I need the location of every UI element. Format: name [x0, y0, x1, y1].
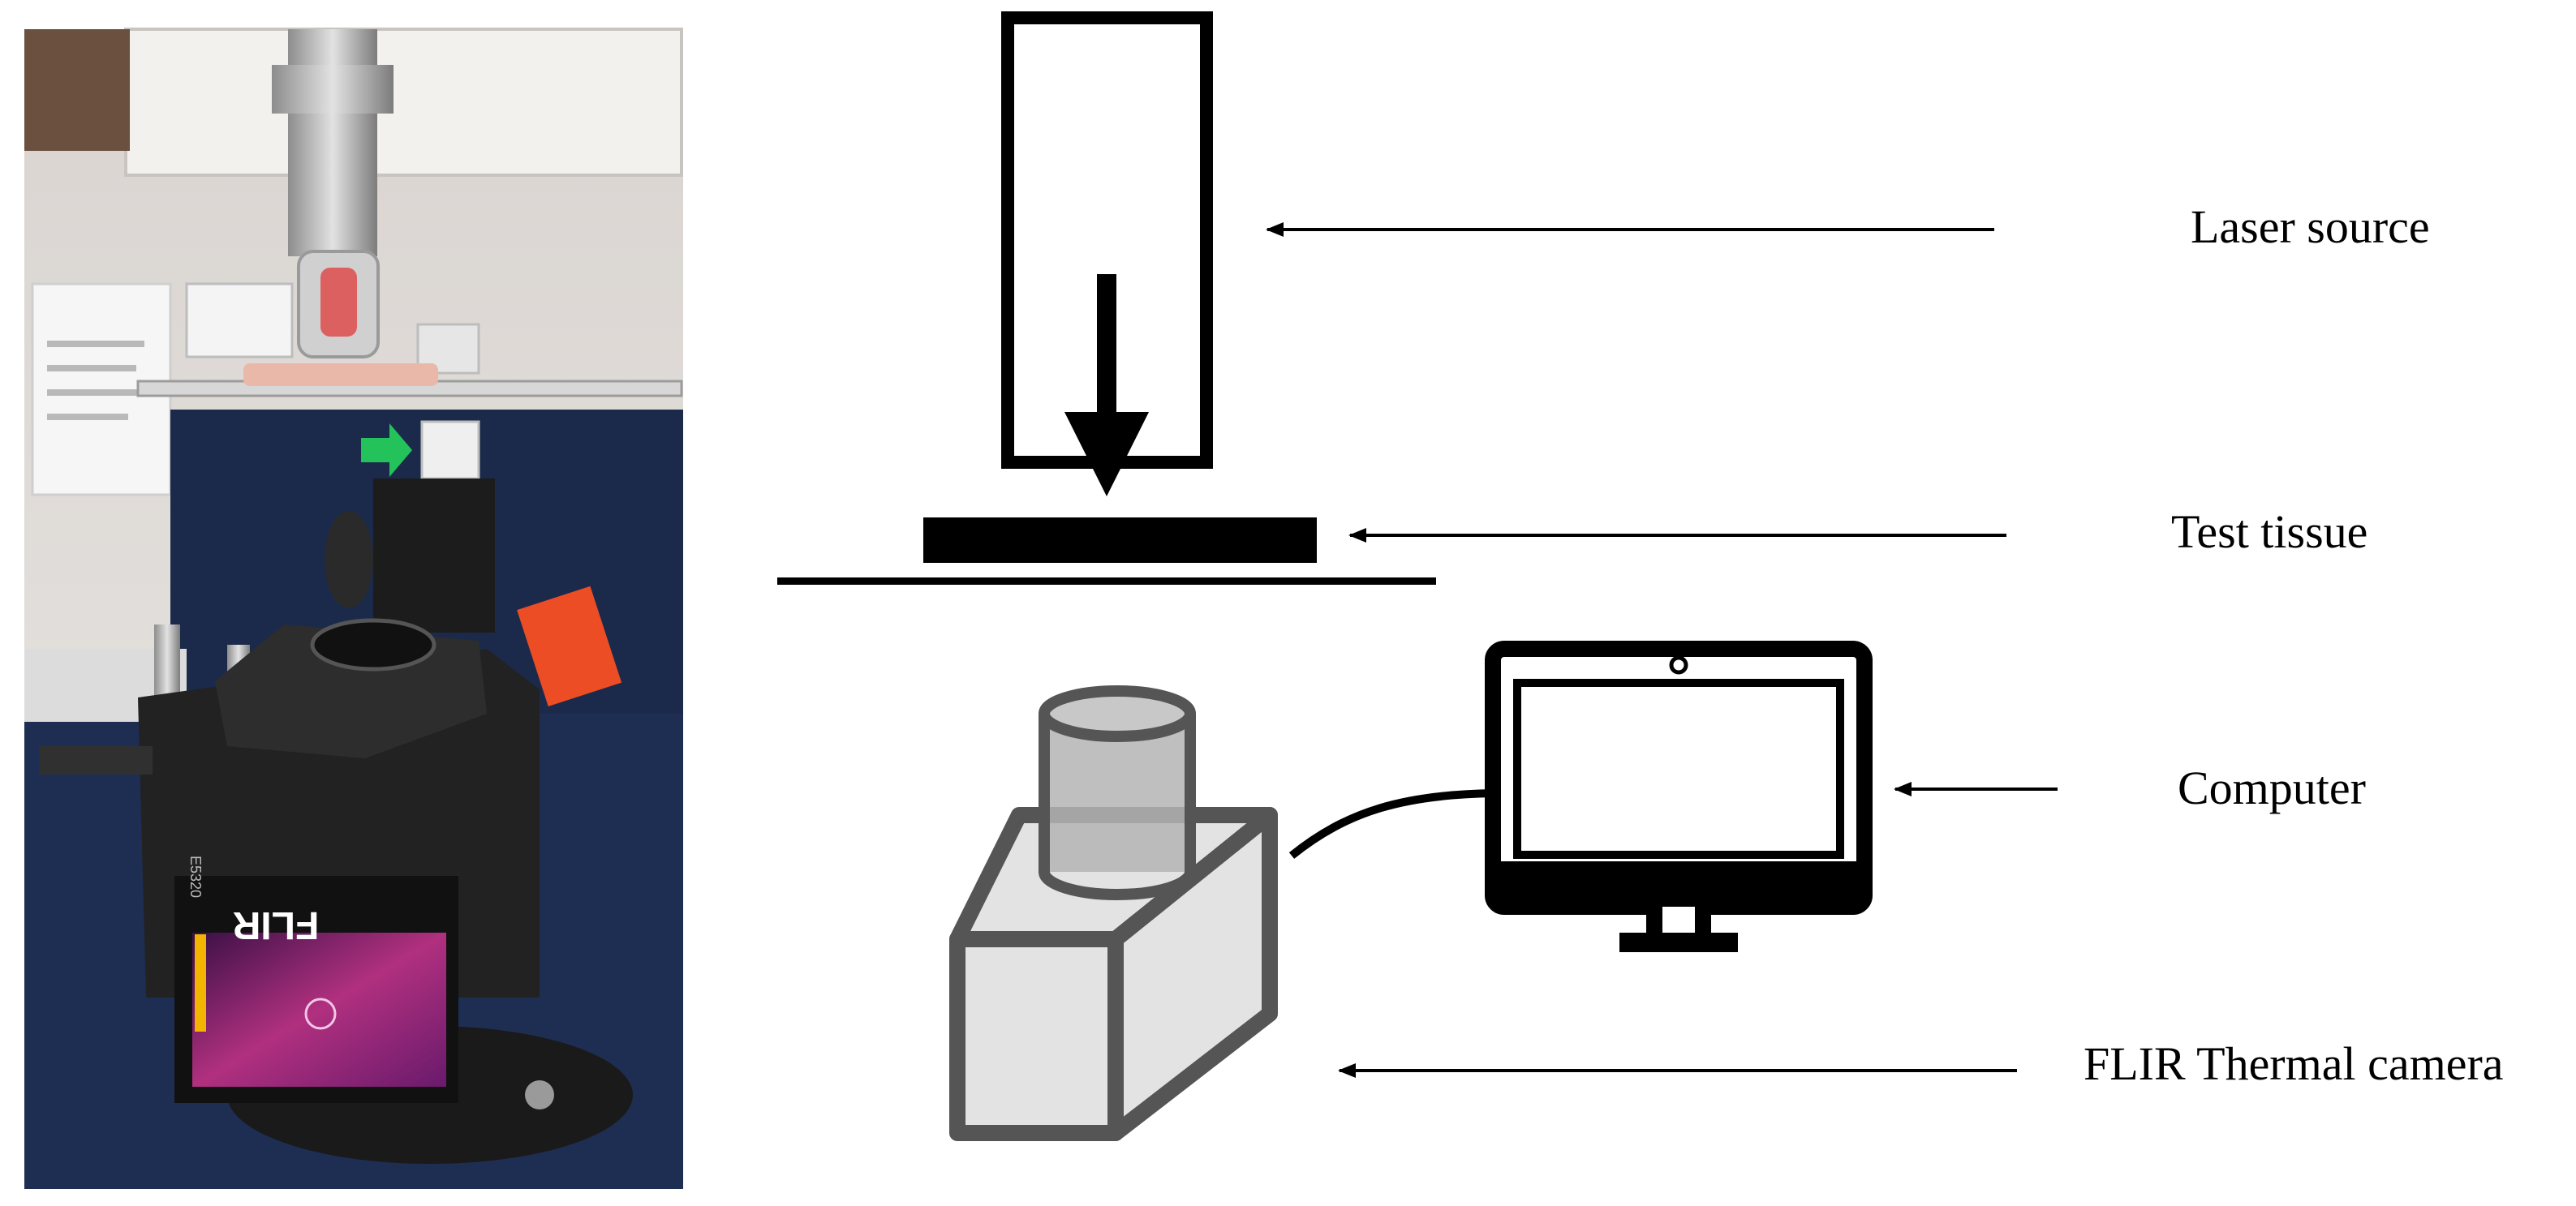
photo-model-text: E5320 [187, 856, 204, 898]
photo-laser-red [320, 268, 357, 337]
schematic [777, 11, 2058, 1141]
thermal-camera-icon [949, 685, 1278, 1141]
laser-beam-arrowhead [1064, 412, 1149, 496]
label-flir-thermal-camera: FLIR Thermal camera [2084, 1037, 2504, 1090]
camera-cable [1288, 789, 1494, 859]
test-tissue-block [923, 517, 1317, 563]
laser-beam [1097, 274, 1116, 416]
photo-flir-logo: FLIR [233, 903, 320, 946]
label-laser-source: Laser source [2191, 200, 2430, 253]
camera-lens-top [1039, 685, 1196, 742]
photo-green-arrow [361, 423, 412, 477]
photo-camera-lens [310, 618, 437, 672]
stage-line [777, 577, 1436, 585]
label-test-tissue: Test tissue [2171, 505, 2368, 558]
photo-cabinet [124, 28, 683, 177]
computer-monitor-icon [1485, 641, 1873, 952]
photo-socket [185, 282, 294, 358]
photo-thermal-image [192, 933, 446, 1087]
photo-laser-head [288, 29, 377, 256]
pointer-arrows [1266, 222, 2058, 1078]
photo-holder [373, 479, 495, 633]
photo-tissue [243, 363, 438, 386]
photo-dark-corner [24, 29, 130, 151]
label-computer: Computer [2178, 762, 2366, 814]
setup-photo: FLIR E5320 [24, 28, 683, 1189]
photo-orange-block [517, 586, 622, 706]
